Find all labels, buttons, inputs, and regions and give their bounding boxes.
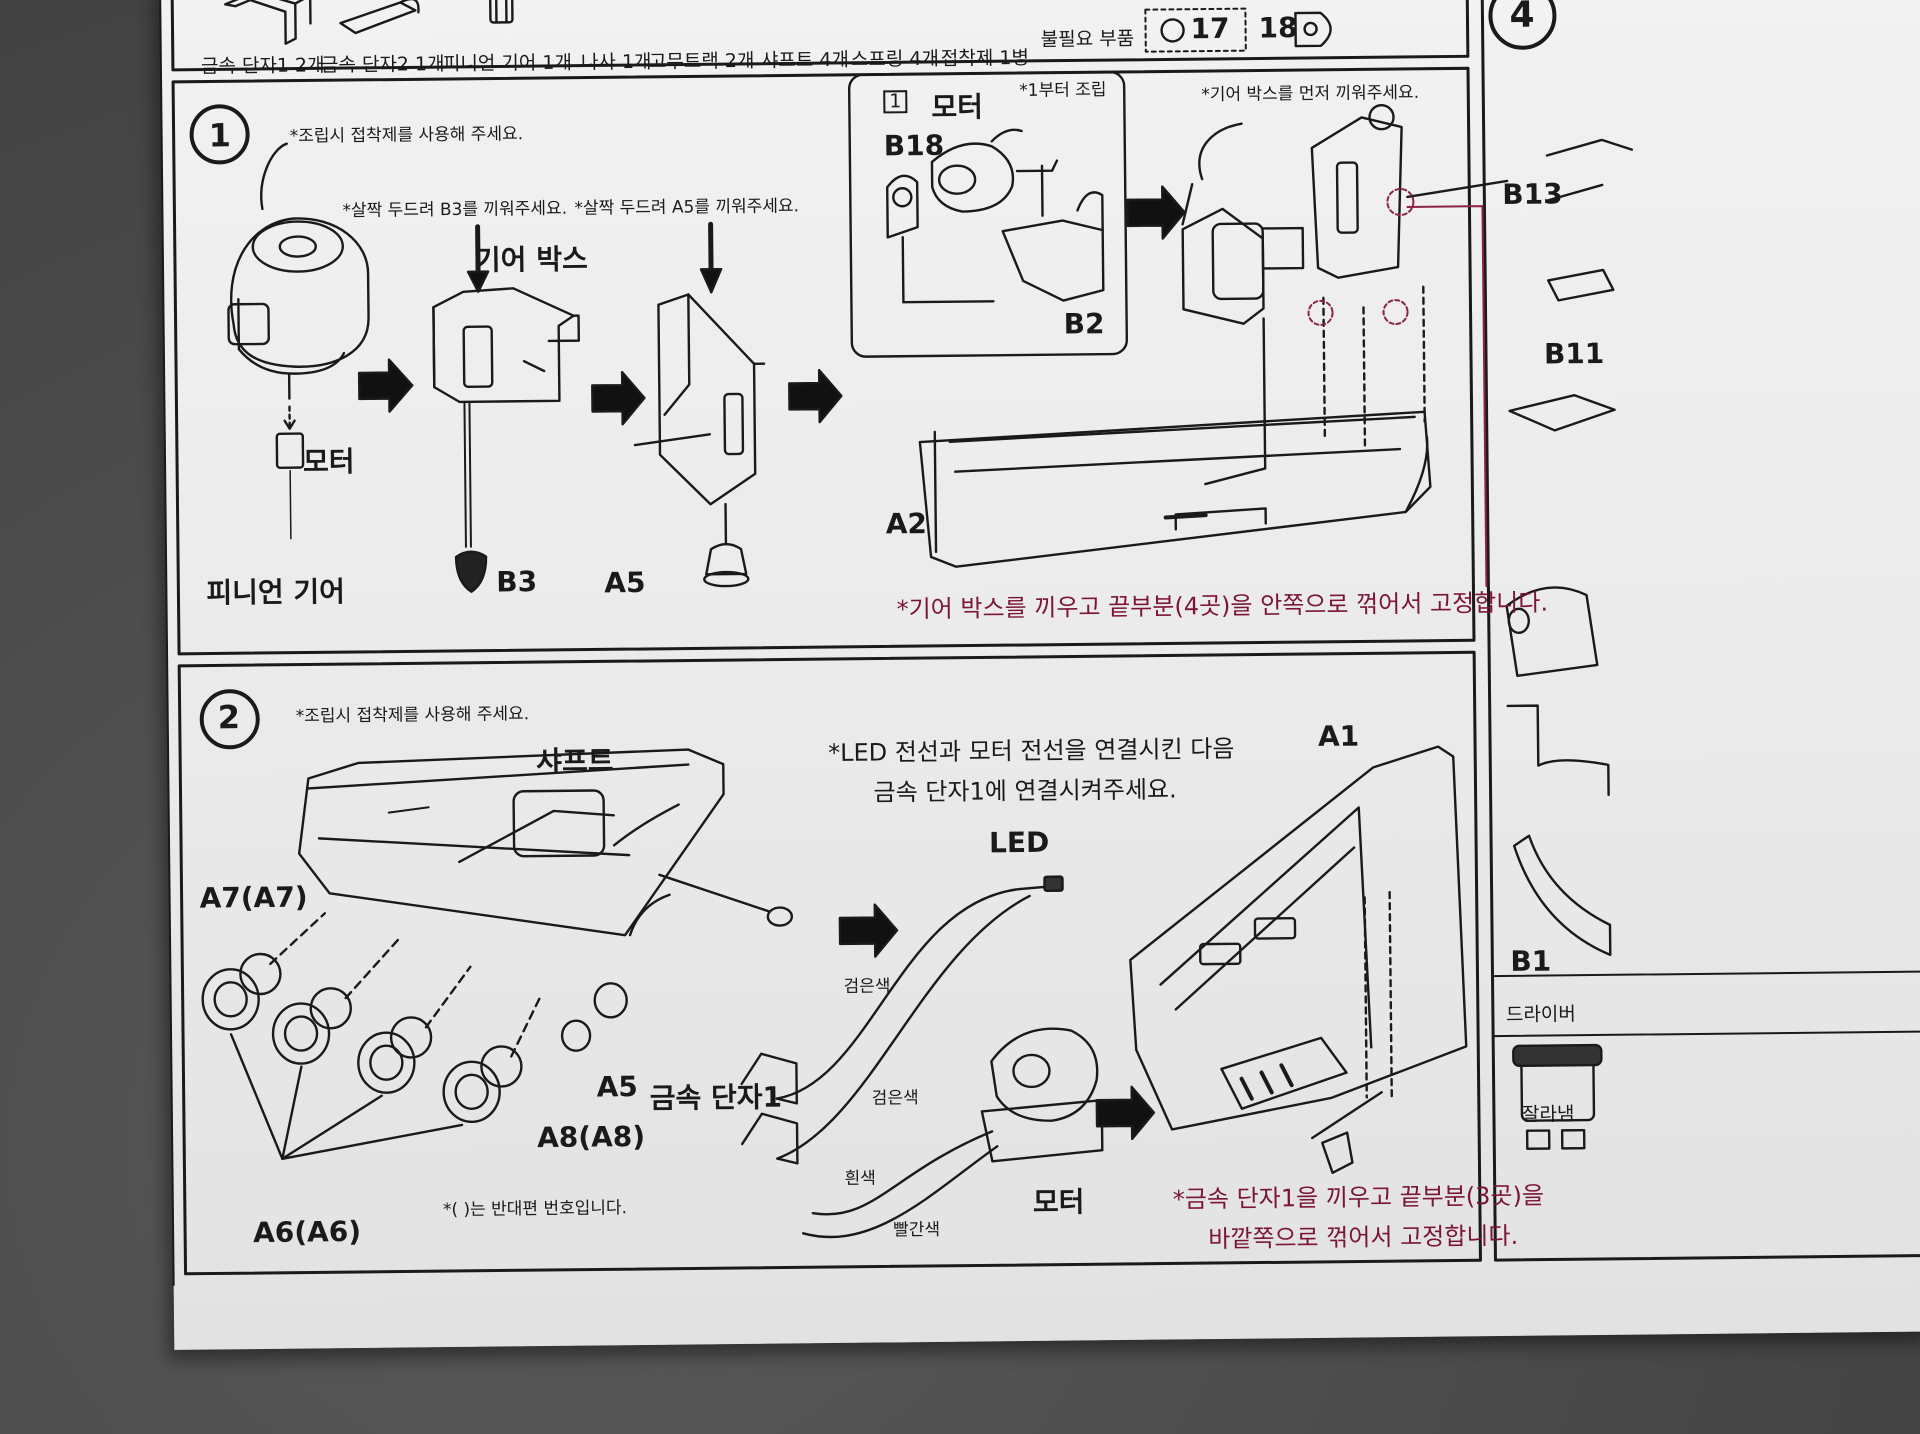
- step1-panel: [173, 68, 1474, 654]
- step2-adhesive-note: *조립시 접착제를 사용해 주세요.: [295, 704, 530, 727]
- step2-number: 2: [217, 698, 241, 737]
- step4-fragments-drawing: [1484, 137, 1920, 1150]
- arrow-4: [1127, 186, 1185, 239]
- arrow-2: [592, 372, 645, 425]
- step2-wiring-drawing: [739, 876, 1103, 1238]
- step1-inset-b2-label: B2: [1063, 307, 1105, 341]
- step1-a5-note: *살짝 두드려 A5를 끼워주세요.: [574, 196, 800, 219]
- step1-gearbox-label: 기어 박스: [474, 242, 588, 277]
- parts-item-spring: 스프링 4개: [850, 47, 940, 71]
- arrow-3: [789, 370, 842, 423]
- parts-item-terminal2: 금속 단자2 1개: [320, 53, 445, 77]
- step2-white-label: 흰색: [844, 1168, 876, 1189]
- step1-gearbox-drawing: [433, 226, 582, 592]
- step2-led-label: LED: [988, 825, 1050, 860]
- step2-wheels-drawing: [202, 910, 629, 1159]
- step1-number-circle: [191, 106, 248, 163]
- step1-inset-frame: [849, 72, 1127, 357]
- step4-number-circle: [1490, 0, 1555, 48]
- step1-gearbox-first-note: *기어 박스를 먼저 끼워주세요.: [1201, 82, 1420, 106]
- step1-pinion-label: 피니언 기어: [206, 575, 346, 610]
- step2-a1-drawing: [1128, 746, 1467, 1174]
- step2-a8-label: A8(A8): [536, 1119, 646, 1155]
- instruction-paper: 16 16 금속 단자1 2개 금속 단자2 1개 피니언 기어 1개 나사 1…: [160, 0, 1920, 1350]
- step4-driver-label: 드라이버: [1505, 1003, 1576, 1026]
- step4-b13-label: B13: [1502, 177, 1563, 211]
- step1-inset-drawing: [887, 129, 1104, 302]
- step2-opposite-note: *( )는 반대편 번호입니다.: [442, 1198, 628, 1221]
- step4-panel: [1482, 0, 1920, 1260]
- step1-inset-motor-label: 모터: [931, 90, 984, 124]
- parts-item-screw: 나사 1개: [580, 50, 652, 74]
- step4-cut-label: 잘라냄: [1521, 1103, 1575, 1126]
- step1-adhesive-note: *조립시 접착제를 사용해 주세요.: [289, 124, 524, 147]
- parts-item-pinion: 피니언 기어 1개: [442, 51, 573, 76]
- step2-a1-label: A1: [1317, 719, 1360, 753]
- parts-item-glue: 접착제 1병: [940, 46, 1030, 70]
- step1-a2-label: A2: [885, 507, 928, 541]
- pinion-gear-icon: [490, 0, 512, 23]
- arrow-1: [359, 359, 413, 412]
- step1-number: 1: [208, 116, 232, 155]
- parts-item-terminal1: 금속 단자1 2개: [200, 54, 325, 78]
- part17-number: 17: [1190, 11, 1230, 46]
- part18-icon: [1295, 13, 1330, 46]
- step2-hull-drawing: [298, 748, 792, 938]
- metal-terminal1-icon: [225, 0, 311, 44]
- step1-hull-a2-drawing: [920, 412, 1432, 567]
- unneeded-parts-label: 불필요 부품: [1040, 27, 1135, 51]
- step1-motor-assembly-drawing: [1182, 123, 1306, 484]
- step1-gearbox-a5-drawing: [633, 224, 767, 587]
- step2-red-label: 빨간색: [893, 1219, 941, 1241]
- step1-a5-label: A5: [604, 565, 646, 600]
- step4-b1-label: B1: [1510, 944, 1552, 978]
- step2-black-label-1: 검은색: [843, 976, 891, 997]
- step2-panel: [179, 652, 1480, 1274]
- step1-inset-tag: 1: [883, 90, 908, 114]
- step2-shaft-label: 샤프트: [536, 744, 614, 779]
- step1-bottom-note: *기어 박스를 끼우고 끝부분(4곳)을 안쪽으로 꺾어서 고정합니다.: [896, 588, 1549, 624]
- line-art: [160, 0, 1920, 1350]
- fix-point-2: [1308, 301, 1332, 325]
- step1-inset-b18-label: B18: [883, 128, 945, 163]
- step2-led-note-line2: 금속 단자1에 연결시켜주세요.: [873, 775, 1177, 807]
- step2-terminal-label: 금속 단자1: [649, 1080, 783, 1115]
- step1-inset-note: *1부터 조립: [1019, 80, 1107, 102]
- step2-motor-label: 모터: [1032, 1185, 1085, 1219]
- fix-point-3: [1383, 300, 1407, 324]
- step1-motor-drawing: [227, 143, 371, 539]
- step4-b11-label: B11: [1543, 336, 1605, 371]
- step2-bottom-note-line2: 바깥쪽으로 꺾어서 고정합니다.: [1208, 1221, 1519, 1254]
- parts-item-shaft: 샤프트 4개: [760, 48, 850, 72]
- step4-number: 4: [1509, 0, 1535, 36]
- step2-number-circle: [201, 691, 258, 748]
- step1-b3-note: *살짝 두드려 B3를 끼워주세요.: [342, 198, 568, 222]
- red-callout-line: [1407, 206, 1486, 587]
- step2-a6-label: A6(A6): [252, 1214, 362, 1250]
- step1-hull-gearbox-drawing: [1311, 104, 1510, 448]
- parts-item-track: 고무트랙 2개: [648, 49, 755, 73]
- fix-point-1: [1387, 189, 1413, 215]
- step2-black-label-2: 검은색: [871, 1088, 919, 1109]
- step1-b3-label: B3: [496, 565, 538, 599]
- part18-number: 18: [1258, 11, 1298, 45]
- step2-a5-label: A5: [596, 1070, 638, 1104]
- step2-a7-label: A7(A7): [199, 880, 308, 915]
- arrow-5: [840, 904, 898, 957]
- top-parts-frame: [172, 0, 1468, 70]
- step2-led-note-line1: *LED 전선과 모터 전선을 연결시킨 다음: [827, 734, 1235, 768]
- step1-motor-label: 모터: [302, 444, 355, 479]
- arrow-6: [1097, 1087, 1155, 1140]
- step2-bottom-note-line1: *금속 단자1을 끼우고 끝부분(3곳)을: [1172, 1181, 1545, 1214]
- part17-icon: [1161, 19, 1183, 41]
- metal-terminal2-icon: [340, 0, 419, 33]
